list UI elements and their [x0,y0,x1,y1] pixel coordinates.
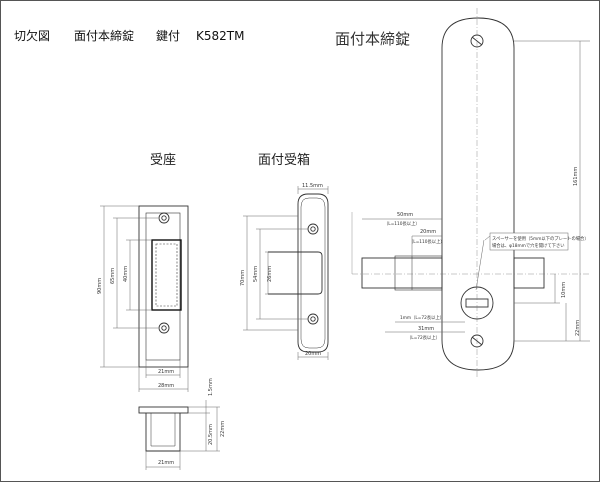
dim-box-width: 20mm [305,351,321,357]
header-segment-cutout: 切欠図 [14,28,50,43]
dim-box-opening: 26mm [267,266,273,282]
dim-strike-opening: 40mm [123,266,129,282]
strike-box-side [138,406,189,452]
dim-stroke-2: 31mm [418,326,434,332]
header-segment-model: K582TM [196,29,244,43]
dim-strike-total-depth: 22mm [220,421,226,437]
dim-bolt-length-note: （L=110長以上） [384,220,420,227]
dim-stroke-1: 1mm（L=72長以上） [400,314,444,321]
dim-strike-box-w: 21mm [158,460,174,466]
header-segment-lock: 面付本締錠 [74,28,134,43]
spacer-note-box [489,232,569,251]
dim-strike-plate-w: 28mm [158,383,174,389]
dim-bolt-length: 50mm [397,212,413,218]
dim-box-height: 70mm [240,270,246,286]
header: 切欠図 面付本締錠 鍵付 K582TM [14,28,244,43]
lock-body-dims [362,40,590,342]
strike-box-dims [145,400,220,470]
strike-dims [100,205,189,392]
spacer-note-2: 場合は、φ18mmで穴を開けて下さい [492,242,565,249]
dim-box-inner: 54mm [253,266,259,282]
dim-strike-height: 90mm [97,278,103,294]
box-strike-dims [243,186,329,360]
dim-strike-box-depth: 20.5mm [208,424,214,445]
header-segment-keyed: 鍵付 [156,28,180,43]
box-strike-title: 面付受箱 [258,152,310,168]
dim-cyl-spacing: 22mm [575,320,581,336]
box-strike-front [268,193,329,353]
dim-cyl-offset: 10mm [561,282,567,298]
dim-bolt-inner-note: （L=110長以上） [409,238,445,245]
strike-title: 受座 [150,153,176,168]
dim-box-top: 11.5mm [302,183,323,189]
lock-body [351,8,590,378]
dim-body-height: 161mm [573,167,579,186]
dim-strike-inner-w: 21mm [158,369,174,375]
dim-strike-depth: 1.5mm [208,378,214,396]
strike-plate-front [138,205,189,368]
dim-strike-pitch: 65mm [110,268,116,284]
spacer-note-1: スペーサーを使用（5mm以下のプレートの場合） [492,235,589,242]
dim-stroke-2-note: （L=72長以上） [407,334,440,341]
lock-body-title: 面付本締錠 [335,30,410,48]
dim-bolt-inner: 20mm [420,229,436,235]
